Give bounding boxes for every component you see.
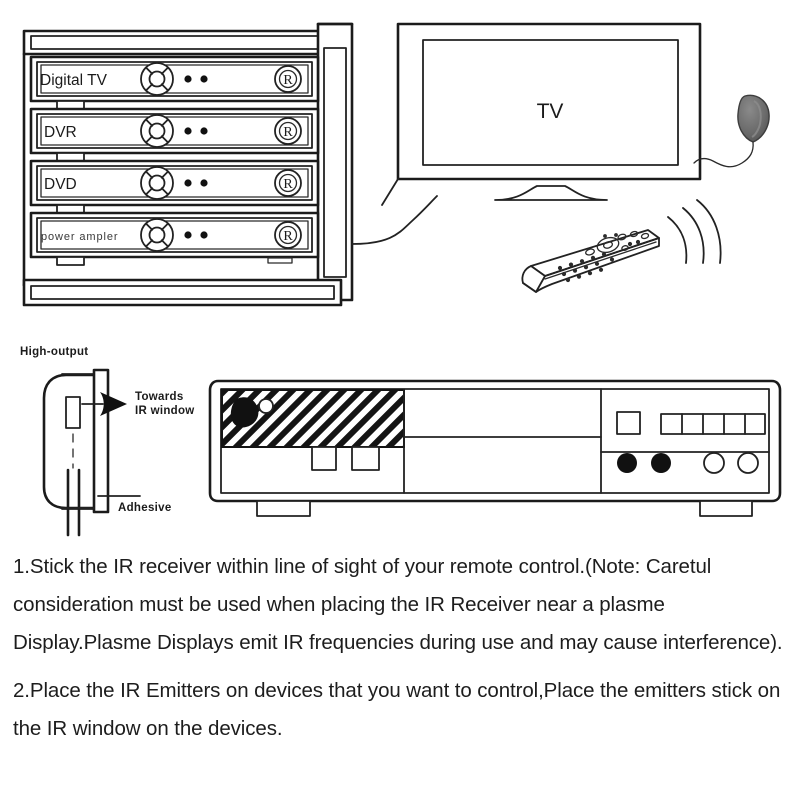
callout-adhesive: Adhesive: [118, 502, 172, 514]
ir-receiver-cable: [693, 141, 754, 168]
instructions-block: 1.Stick the IR receiver within line of s…: [13, 548, 788, 756]
callout-towards-line1: Towards: [135, 391, 184, 403]
device-led-2: [200, 231, 208, 239]
tv-bezel: [396, 22, 702, 181]
device-knob-dark-1[interactable]: [617, 453, 637, 473]
device-led-1: [184, 127, 192, 135]
svg-text:R: R: [283, 125, 293, 140]
device-foot: [56, 256, 85, 266]
callout-towards-line2: IR window: [135, 405, 195, 417]
tv-stand: [494, 185, 608, 201]
ir-signal-waves: [667, 199, 722, 264]
remote-button[interactable]: [621, 245, 629, 251]
av-device-front-panel: [208, 379, 782, 517]
ir-wave-1: [667, 216, 688, 264]
device-knob-light-1[interactable]: [703, 452, 725, 474]
ir-wave-3: [696, 199, 722, 264]
rack-device-dvd[interactable]: R DVD: [29, 159, 320, 214]
rack-to-tv-cable: [351, 195, 438, 245]
device-led-1: [184, 75, 192, 83]
remote-side-face: [522, 237, 660, 293]
device-led-2: [200, 179, 208, 187]
device-knob[interactable]: [140, 166, 174, 200]
emitter-hole-icon: [258, 398, 274, 414]
remote-button[interactable]: [585, 248, 595, 256]
device-foot-right: [699, 500, 753, 517]
device-label: DVR: [44, 124, 77, 141]
device-badge-r: R: [274, 169, 302, 197]
device-led-2: [200, 127, 208, 135]
device-foot-left: [256, 500, 311, 517]
device-knob-dark-2[interactable]: [651, 453, 671, 473]
callout-high-output: High-output: [20, 346, 88, 358]
device-knob[interactable]: [140, 114, 174, 148]
tv-screen: [422, 39, 679, 166]
television: TV: [381, 22, 702, 206]
instruction-item-1: 1.Stick the IR receiver within line of s…: [13, 555, 783, 654]
device-label: Digital TV: [40, 72, 108, 89]
emitter-cable: [66, 468, 81, 537]
rack-side-post: [316, 22, 354, 302]
device-label: DVD: [44, 176, 77, 193]
device-foot-right: [267, 257, 293, 264]
device-knob[interactable]: [140, 218, 174, 252]
rack-device-power-ampler[interactable]: R power ampler: [29, 211, 320, 266]
arrow-head-icon: [100, 392, 127, 416]
rack-top-shelf: [22, 29, 335, 56]
device-badge-r: R: [274, 117, 302, 145]
device-square-button-2[interactable]: [351, 446, 380, 471]
device-led-1: [184, 179, 192, 187]
emitter-side-view: High-output Towards IR window: [20, 346, 195, 537]
tv-left-corner-line: [381, 178, 399, 206]
device-led-1: [184, 231, 192, 239]
tv-screen-label: TV: [537, 100, 564, 123]
emitter-body: [42, 373, 99, 510]
remote-control[interactable]: [521, 199, 722, 293]
device-knob[interactable]: [140, 62, 174, 96]
device-segment-bar: [660, 413, 766, 435]
instruction-item-2: 2.Place the IR Emitters on devices that …: [13, 679, 786, 740]
av-rack: R Digital TV: [22, 22, 354, 307]
rack-device-dvr[interactable]: R DVR: [29, 107, 320, 162]
towards-ir-window-callout: Towards IR window: [81, 391, 195, 417]
ir-receiver[interactable]: [693, 94, 770, 168]
remote-button[interactable]: [629, 230, 639, 238]
ir-wave-2: [682, 207, 705, 264]
remote-button[interactable]: [640, 232, 650, 240]
svg-text:R: R: [283, 229, 293, 244]
device-badge-r: R: [274, 65, 302, 93]
device-inner-frame: [220, 388, 770, 494]
device-badge-r: R: [274, 221, 302, 249]
device-led-2: [200, 75, 208, 83]
remote-dpad[interactable]: [595, 235, 620, 255]
device-label: power ampler: [41, 231, 118, 243]
device-knob-light-2[interactable]: [737, 452, 759, 474]
svg-text:R: R: [283, 177, 293, 192]
device-display-square[interactable]: [616, 411, 641, 435]
svg-text:R: R: [283, 73, 293, 88]
adhesive-callout: Adhesive: [97, 495, 172, 514]
remote-keypad[interactable]: [557, 233, 641, 283]
attached-emitter-icon: [230, 397, 259, 428]
rack-device-digital-tv[interactable]: R Digital TV: [29, 55, 320, 110]
ir-receiver-highlight: [751, 100, 762, 138]
emitter-ir-window: [65, 396, 81, 429]
device-ir-window-hatched: [221, 389, 405, 448]
emitter-adhesive-strip: [92, 368, 110, 514]
remote-button[interactable]: [617, 233, 627, 241]
device-square-button-1[interactable]: [311, 446, 337, 471]
rack-bottom-shelf: [22, 278, 343, 307]
